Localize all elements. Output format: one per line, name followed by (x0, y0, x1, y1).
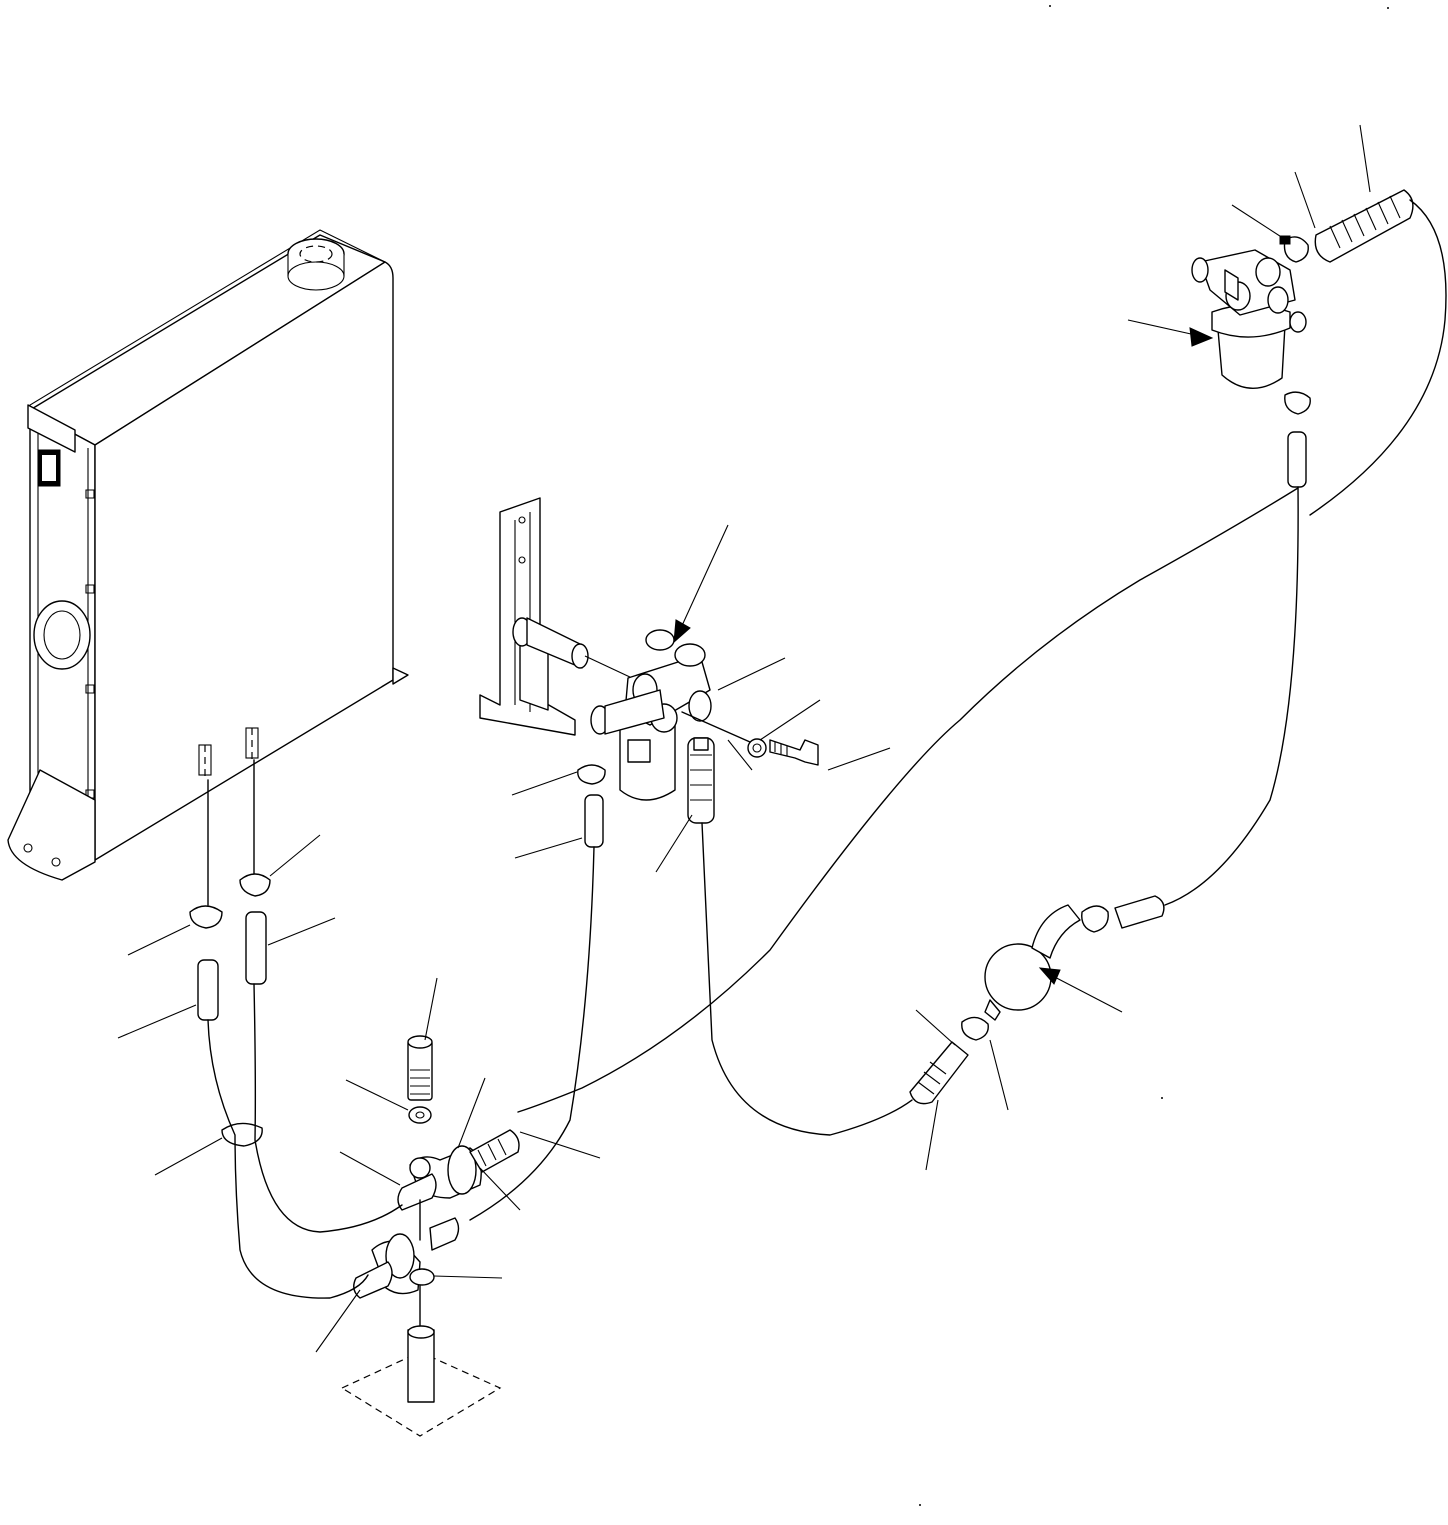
left-hose-parts (189, 727, 271, 1147)
upper-filter-assembly (1191, 189, 1414, 488)
hose-run-right-down (1164, 486, 1299, 906)
hose-runs (207, 199, 1447, 1299)
filter-bracket-assembly (479, 497, 712, 801)
tank-assembly (7, 229, 409, 881)
mounting-bracket (479, 497, 576, 736)
strainer-assembly (909, 895, 1165, 1105)
hose-run-right-loop (1309, 199, 1447, 516)
lower-joint-assembly (340, 1035, 520, 1437)
left-clamp-b (239, 873, 271, 897)
hose-run-long (517, 487, 1299, 1113)
tank-foot (7, 769, 96, 881)
sight-glass (33, 600, 91, 670)
hose-run-left-a (207, 1019, 369, 1299)
frame-mount-post (407, 1329, 435, 1403)
left-hose-b (245, 911, 267, 985)
corrugated-hose-center (687, 737, 715, 824)
bolt-and-washer (681, 711, 819, 766)
left-hose-a (197, 959, 219, 1021)
hose-run-center-a (469, 846, 595, 1221)
short-hose-upper (1287, 431, 1307, 488)
leader-lines (117, 124, 1371, 1353)
hose-run-left-b (253, 983, 403, 1233)
short-hose-right (1114, 895, 1165, 929)
strainer-bulb (984, 943, 1052, 1011)
washer (408, 1106, 432, 1124)
tank-side-face (94, 261, 394, 861)
corrugated-hose-lower (909, 1041, 969, 1105)
center-hose-parts (577, 737, 715, 848)
corrugated-hose-upper (1314, 189, 1414, 263)
hose-run-center-b (701, 822, 913, 1136)
left-clamp-a (189, 905, 223, 929)
upper-filter-bowl (1217, 324, 1286, 389)
